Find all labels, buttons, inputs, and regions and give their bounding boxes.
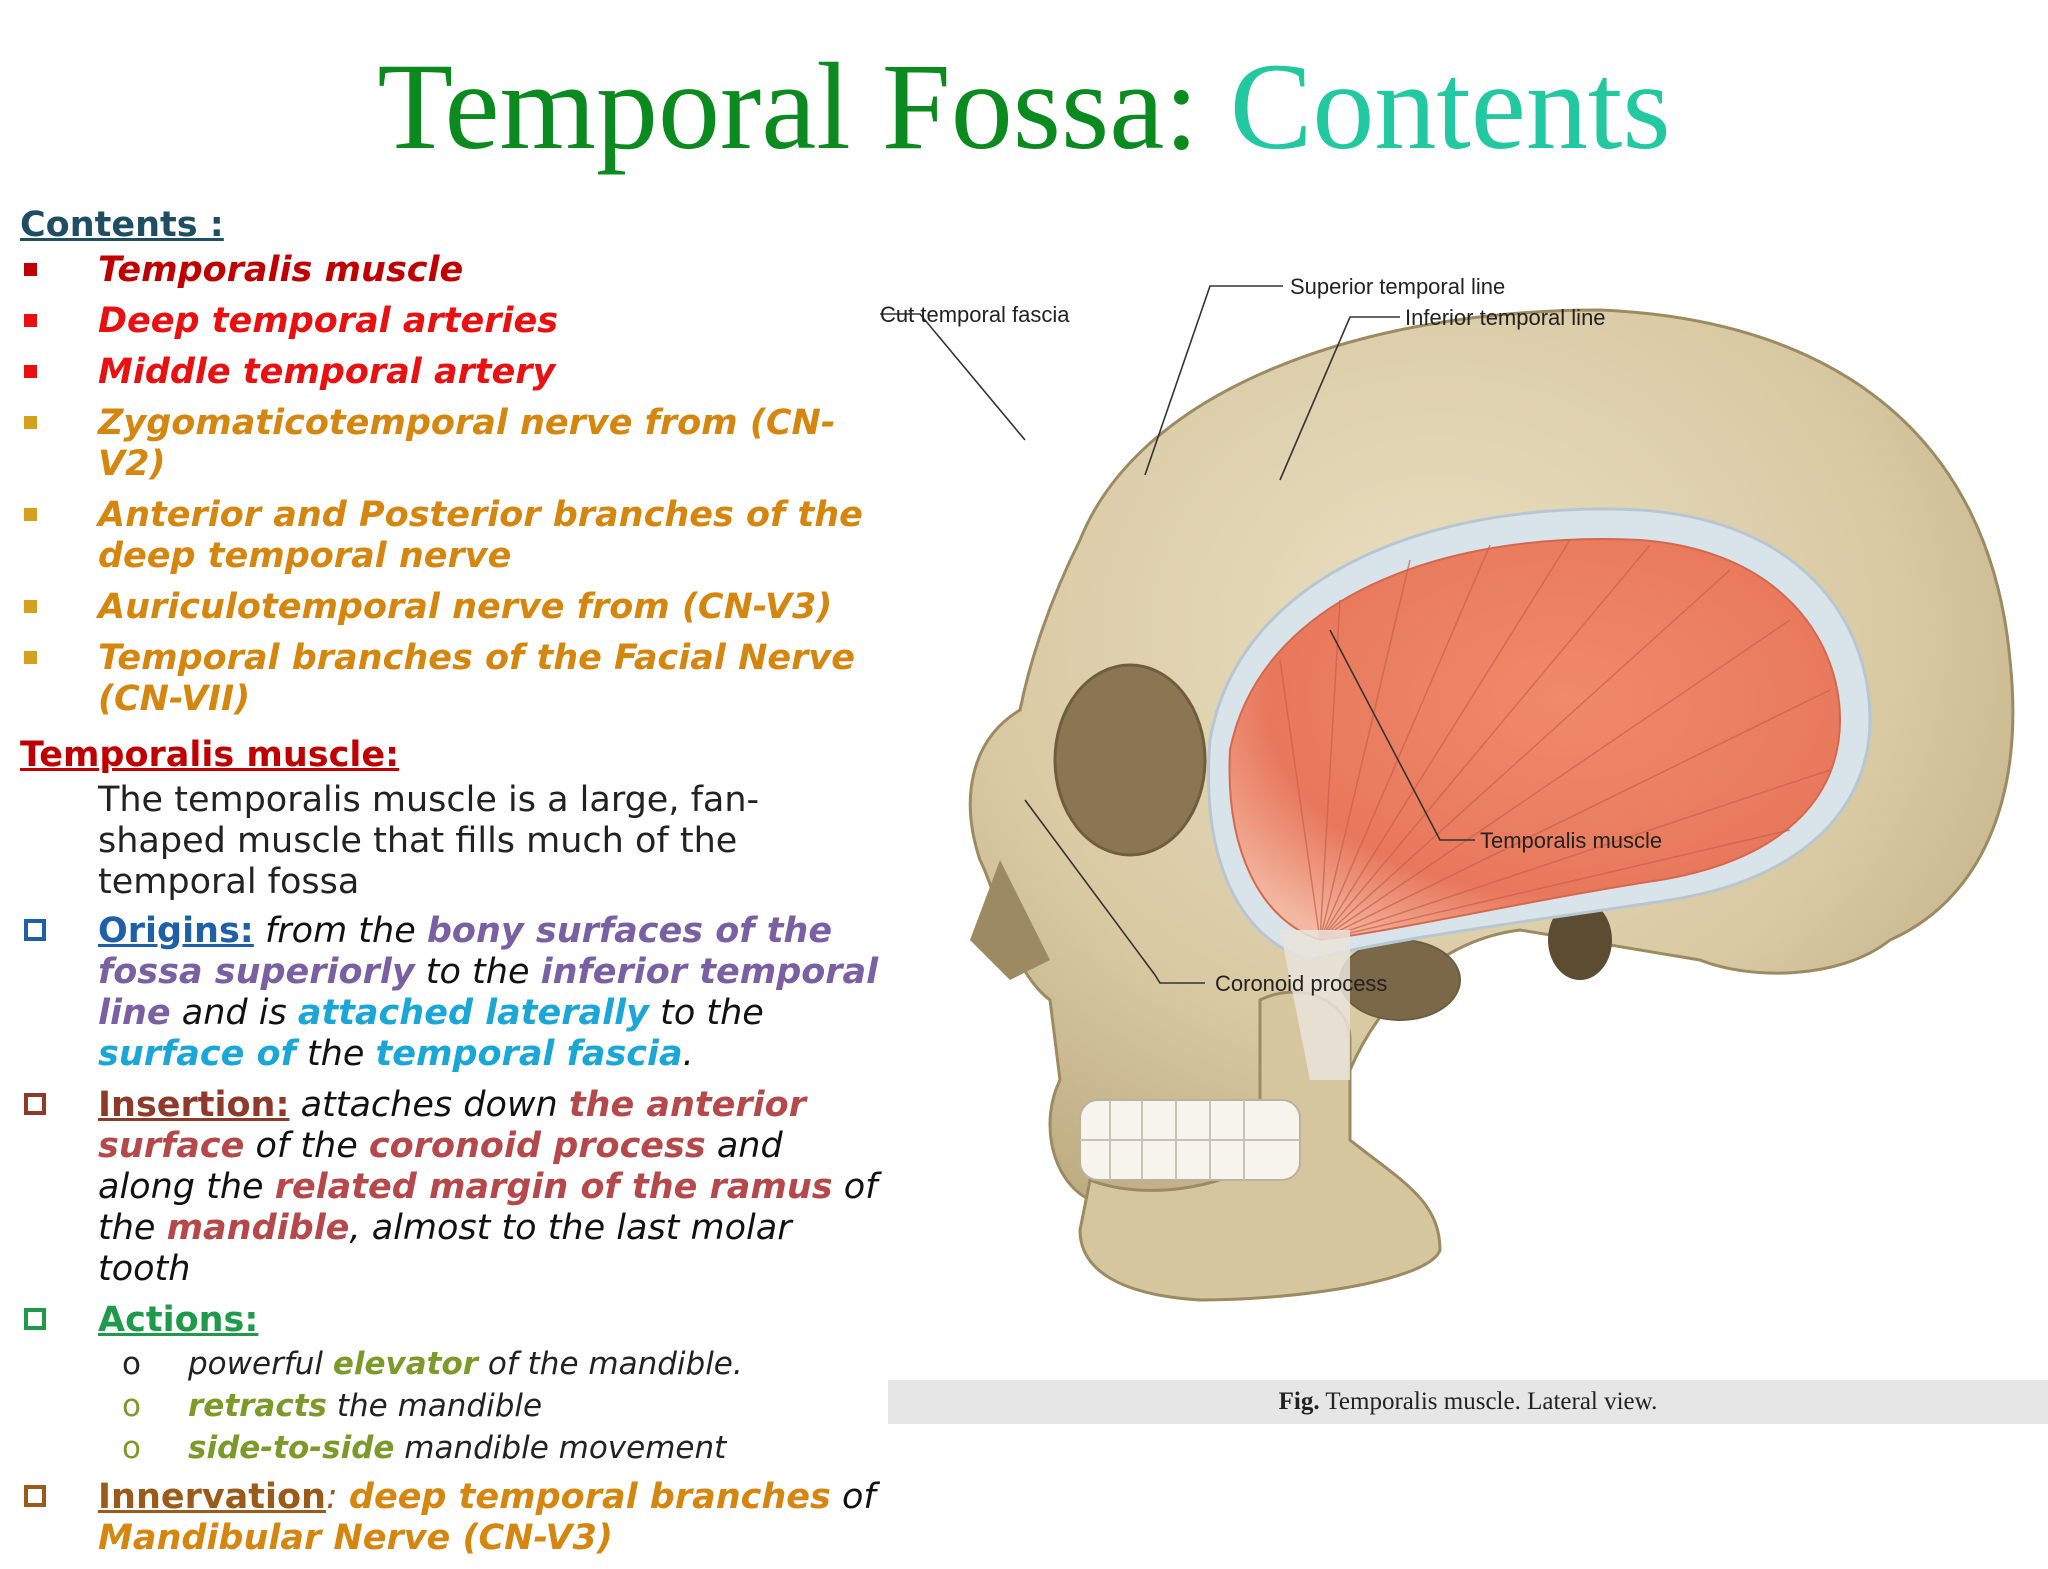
square-bullet-icon: [24, 508, 37, 521]
contents-heading: Contents :: [20, 205, 224, 245]
ear-canal-shape: [1548, 900, 1612, 980]
origins-text: and is: [170, 993, 298, 1033]
circle-bullet-icon: o: [122, 1388, 141, 1424]
origins-item: Origins: from the bony surfaces of the f…: [20, 911, 880, 1075]
contents-item: Temporalis muscle: [20, 250, 880, 291]
action-text: the mandible: [327, 1388, 543, 1424]
insertion-highlight: mandible: [166, 1208, 350, 1248]
origins-label: Origins:: [98, 911, 254, 951]
label-superior-temporal-line: Superior temporal line: [1290, 274, 1505, 299]
circle-bullet-icon: o: [122, 1430, 141, 1466]
insertion-text: , almost to the last molar tooth: [98, 1208, 792, 1289]
action-text: powerful: [188, 1346, 333, 1382]
square-bullet-icon: [24, 314, 37, 327]
contents-item: Zygomaticotemporal nerve from (CN-V2): [20, 403, 880, 485]
title-part-1: Temporal Fossa:: [377, 38, 1199, 175]
contents-item: Middle temporal artery: [20, 352, 880, 393]
label-cut-temporal-fascia: Cut temporal fascia: [880, 302, 1070, 327]
contents-item: Anterior and Posterior branches of the d…: [20, 495, 880, 577]
square-bullet-icon: [24, 365, 37, 378]
insertion-label: Insertion:: [98, 1085, 290, 1125]
contents-item-text: Temporalis muscle: [98, 250, 464, 290]
action-highlight: side-to-side: [188, 1430, 395, 1466]
label-inferior-temporal-line: Inferior temporal line: [1405, 305, 1606, 330]
contents-item: Deep temporal arteries: [20, 301, 880, 342]
origins-text: .: [682, 1034, 694, 1074]
contents-item-text: Deep temporal arteries: [98, 301, 559, 341]
origins-text: from the: [253, 911, 427, 951]
orbit-shape: [1053, 663, 1207, 857]
square-bullet-icon: [24, 600, 37, 613]
checkbox-bullet-icon: [24, 1093, 46, 1115]
action-item: o retracts the mandible: [20, 1385, 880, 1427]
insertion-highlight: the anterior surface: [98, 1085, 806, 1166]
origins-highlight: inferior temporal line: [98, 952, 879, 1033]
contents-item-text: Temporal branches of the Facial Nerve (C…: [98, 638, 855, 719]
content-panel: Contents : Temporalis muscle Deep tempor…: [20, 200, 880, 1569]
origins-text: to the: [414, 952, 541, 992]
insertion-highlight: related margin of the ramus: [274, 1167, 833, 1207]
skull-figure: Superior temporal line Inferior temporal…: [880, 274, 2015, 1302]
action-highlight: retracts: [188, 1388, 327, 1424]
action-highlight: elevator: [332, 1346, 479, 1382]
figure-caption: Fig. Temporalis muscle. Lateral view.: [888, 1380, 2048, 1424]
nasal-shape: [970, 860, 1050, 980]
insertion-text: of the: [98, 1167, 878, 1248]
innervation-label: Innervation: [98, 1477, 326, 1517]
origins-text: to the: [648, 993, 764, 1033]
contents-item-text: Auriculotemporal nerve from (CN-V3): [98, 587, 833, 627]
contents-item-text: Zygomaticotemporal nerve from (CN-V2): [98, 403, 836, 484]
innervation-highlight: deep temporal branches: [348, 1477, 831, 1517]
action-text: of the mandible.: [478, 1346, 743, 1382]
square-bullet-icon: [24, 416, 37, 429]
checkbox-bullet-icon: [24, 919, 46, 941]
actions-label: Actions:: [98, 1300, 259, 1340]
contents-list: Temporalis muscle Deep temporal arteries…: [20, 250, 880, 720]
actions-item: Actions:: [20, 1300, 880, 1341]
contents-item-text: Anterior and Posterior branches of the d…: [98, 495, 863, 576]
action-item: o side-to-side mandible movement: [20, 1427, 880, 1469]
origins-highlight: temporal fascia: [375, 1034, 683, 1074]
square-bullet-icon: [24, 651, 37, 664]
label-coronoid-process: Coronoid process: [1215, 971, 1387, 996]
origins-highlight: surface of: [98, 1034, 296, 1074]
origins-highlight: attached laterally: [297, 993, 649, 1033]
insertion-highlight: coronoid process: [368, 1126, 706, 1166]
label-temporalis-muscle: Temporalis muscle: [1480, 828, 1662, 853]
innervation-highlight: Mandibular Nerve (CN-V3): [98, 1518, 613, 1558]
innervation-colon: :: [325, 1477, 349, 1517]
origins-text: the: [295, 1034, 376, 1074]
action-text: mandible movement: [394, 1430, 727, 1466]
innervation-item: Innervation: deep temporal branches of M…: [20, 1477, 880, 1559]
temporalis-description: The temporalis muscle is a large, fan-sh…: [98, 780, 760, 902]
insertion-text: and along the: [98, 1126, 783, 1207]
caption-fig: Fig.: [1278, 1388, 1320, 1415]
tendon-shape: [1280, 930, 1350, 1080]
contents-item-text: Middle temporal artery: [98, 352, 556, 392]
insertion-text: of the: [244, 1126, 369, 1166]
caption-text: Temporalis muscle. Lateral view.: [1319, 1388, 1658, 1415]
square-bullet-icon: [24, 263, 37, 276]
innervation-text: of: [830, 1477, 876, 1517]
slide-title: Temporal Fossa: Contents: [0, 32, 2048, 182]
temporalis-heading: Temporalis muscle:: [20, 735, 400, 775]
origins-highlight: bony surfaces of the fossa superiorly: [98, 911, 833, 992]
insertion-text: attaches down: [289, 1085, 569, 1125]
insertion-item: Insertion: attaches down the anterior su…: [20, 1085, 880, 1290]
figure-caption-bar: Fig. Temporalis muscle. Lateral view.: [888, 1380, 2048, 1424]
title-part-2: Contents: [1229, 38, 1671, 175]
checkbox-bullet-icon: [24, 1485, 46, 1507]
checkbox-bullet-icon: [24, 1308, 46, 1330]
contents-item: Auriculotemporal nerve from (CN-V3): [20, 587, 880, 628]
circle-bullet-icon: o: [122, 1346, 141, 1382]
action-item: o powerful elevator of the mandible.: [20, 1343, 880, 1385]
contents-item: Temporal branches of the Facial Nerve (C…: [20, 638, 880, 720]
